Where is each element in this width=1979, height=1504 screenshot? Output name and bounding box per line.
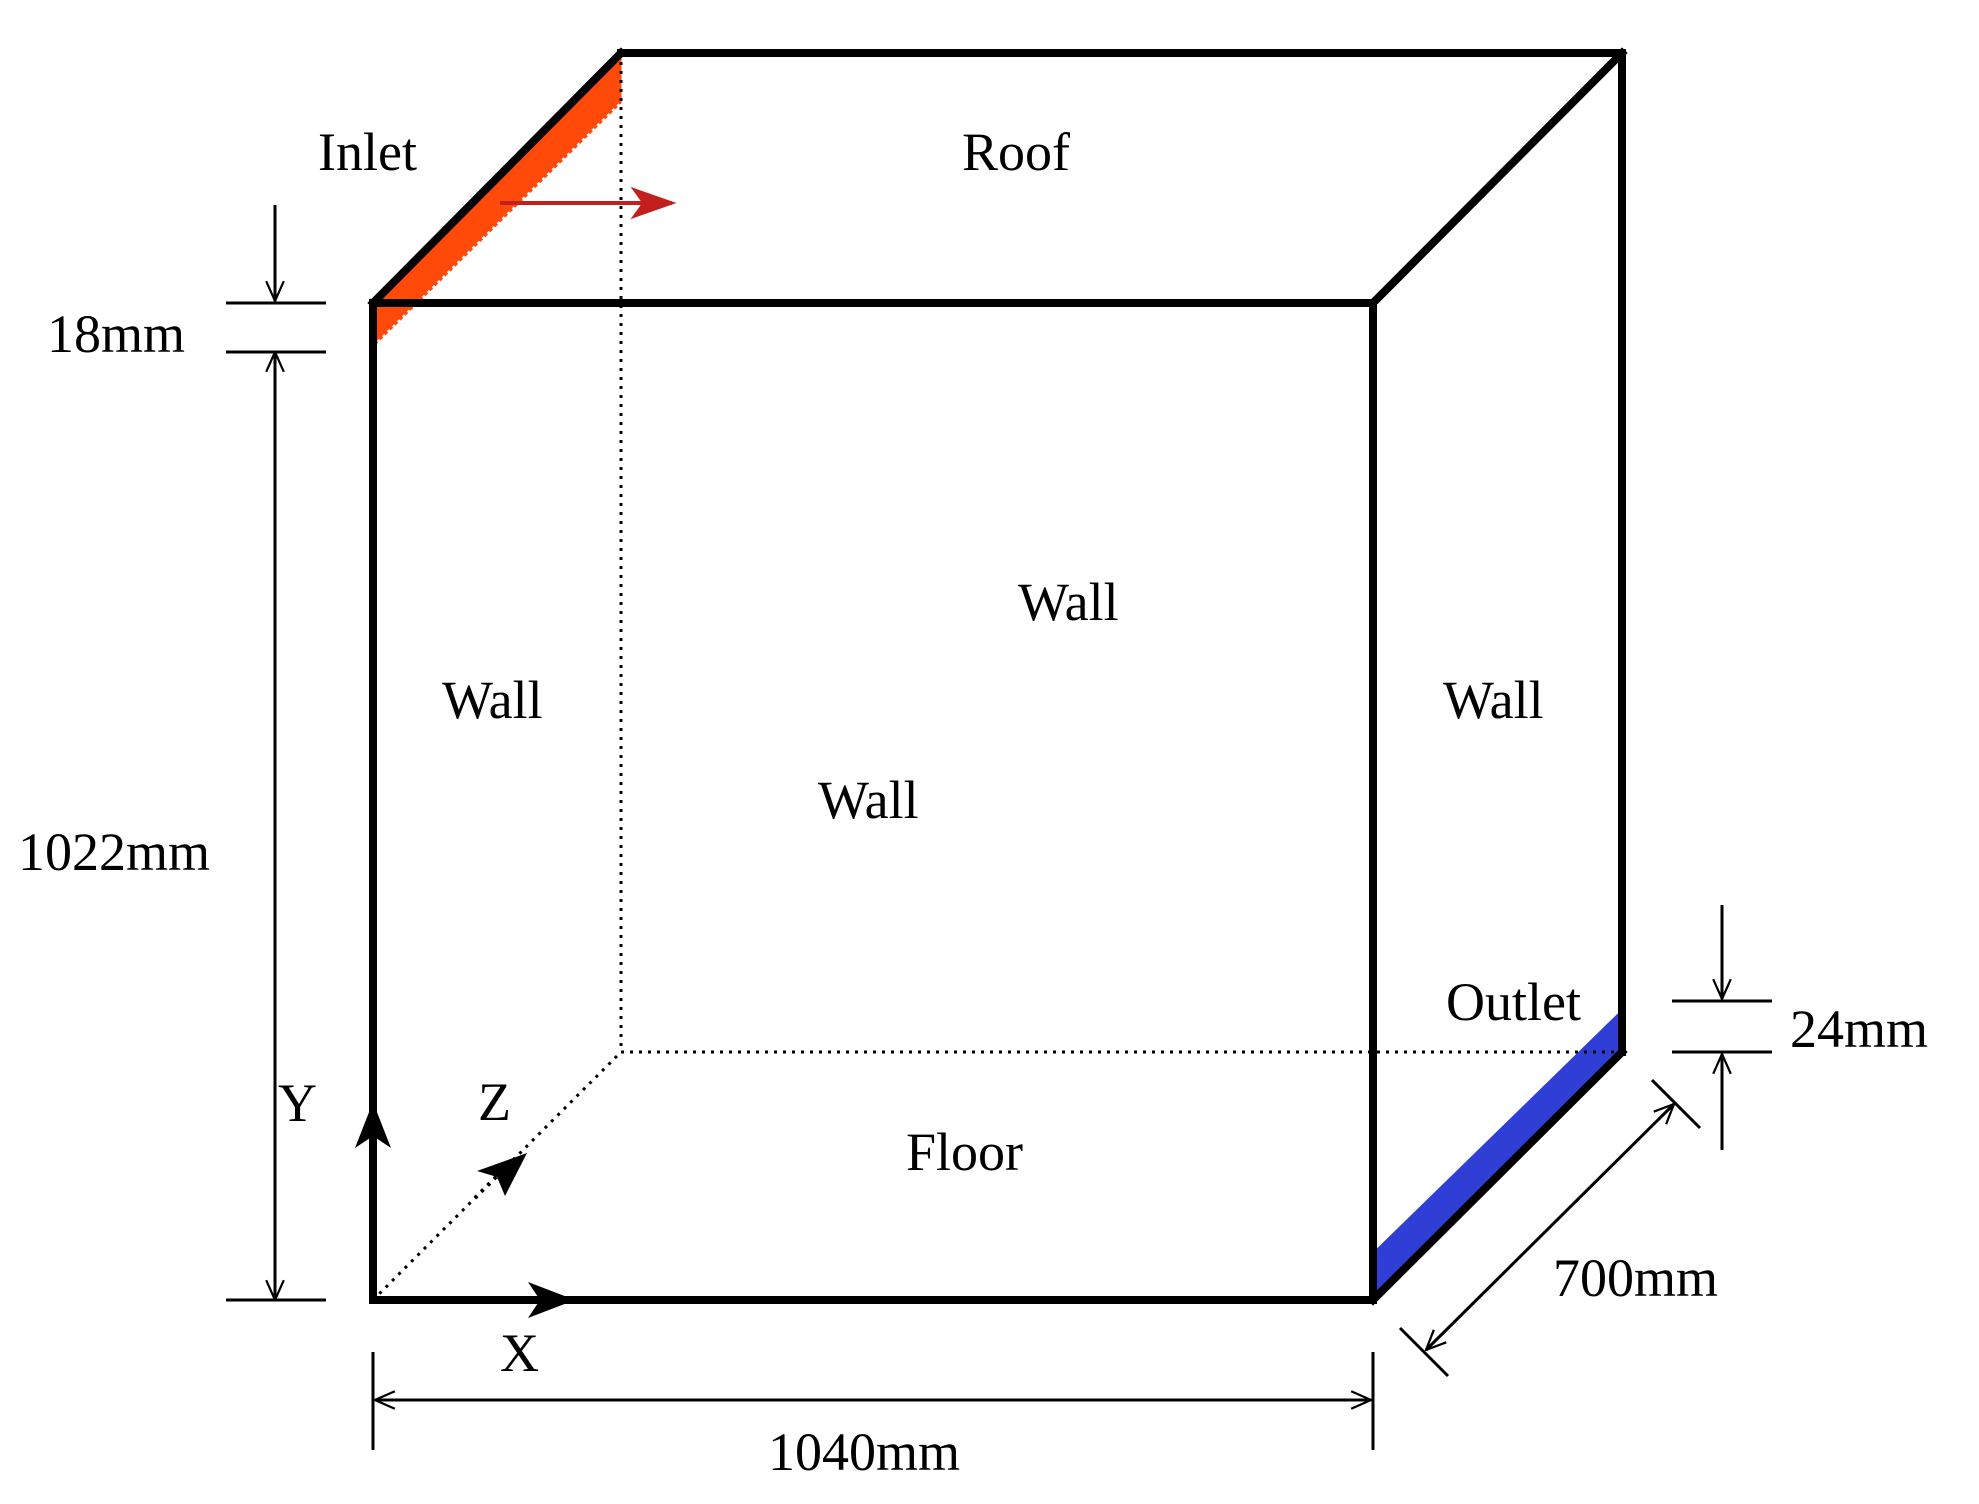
inlet-height-label: 18mm [47,304,185,364]
wall-left-label: Wall [442,670,543,730]
axis-x-arrowhead [528,1282,575,1318]
inlet-label: Inlet [318,122,417,182]
outlet-height-label: 24mm [1790,999,1928,1059]
outlet-label: Outlet [1446,972,1581,1032]
floor-label: Floor [906,1122,1023,1182]
roof-label: Roof [962,122,1070,182]
axis-arrows [355,1102,575,1318]
axis-z-arrowhead [477,1153,527,1196]
wall-back-label: Wall [1018,572,1119,632]
axis-y-arrowhead [355,1102,391,1148]
box-edges [367,47,1628,1306]
wall-front-label: Wall [818,770,919,830]
height-label: 1022mm [18,822,210,882]
axis-y-label: Y [278,1073,317,1133]
wall-right-label: Wall [1443,670,1544,730]
depth-label: 700mm [1553,1248,1718,1308]
axis-z-label: Z [478,1072,511,1132]
dimension-lines [226,205,1772,1450]
axis-x-label: X [500,1323,539,1383]
width-label: 1040mm [768,1422,960,1482]
